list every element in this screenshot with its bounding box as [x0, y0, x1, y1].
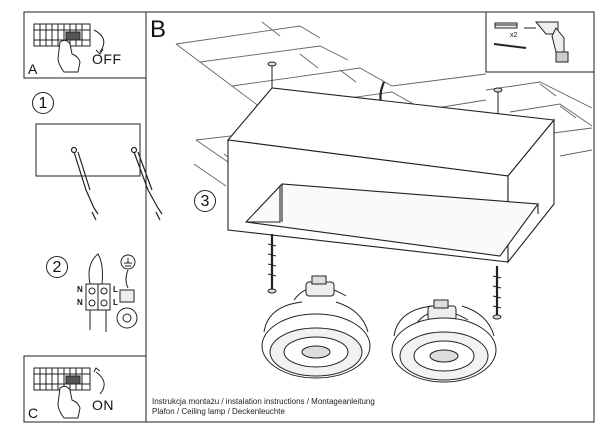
terminal-l-top: L	[113, 285, 118, 294]
tools-quantity: x2	[510, 32, 518, 39]
caption-line-1: Instrukcja montażu / instalation instruc…	[152, 397, 375, 406]
panel-c-switch-block	[33, 367, 91, 391]
wall-plug-icon	[494, 22, 518, 29]
panel-a-hand	[57, 39, 81, 73]
panel-c-letter: C	[28, 405, 39, 421]
panel-b-frame	[145, 11, 595, 423]
terminal-n-bottom: N	[77, 298, 83, 307]
caption-line-2: Plafon / Ceiling lamp / Deckenleuchte	[152, 407, 285, 416]
ceiling-screws	[267, 61, 503, 114]
step2-terminal-block	[85, 253, 111, 332]
screw-icon	[493, 43, 527, 49]
step-3-marker: 3	[194, 190, 216, 212]
drill-icon	[524, 21, 569, 63]
bulb-right	[391, 299, 497, 383]
step1-wires	[70, 146, 163, 221]
terminal-l-bottom: L	[113, 298, 118, 307]
panel-a-off-label: OFF	[92, 51, 122, 67]
panel-c-hand	[57, 385, 81, 419]
bulb-left	[261, 275, 371, 379]
step-2-marker: 2	[46, 256, 68, 278]
panel-c-arrow	[95, 371, 105, 395]
panel-a-letter: A	[28, 61, 38, 77]
panel-c-on-label: ON	[92, 397, 114, 413]
step-1-marker: 1	[32, 92, 54, 114]
anchor-screws	[267, 234, 502, 320]
lamp-housing	[226, 87, 556, 264]
terminal-n-top: N	[77, 285, 83, 294]
panel-a-arrow	[93, 29, 105, 53]
tools-box	[485, 11, 595, 73]
panel-b-letter: B	[150, 16, 167, 43]
step2-ground	[116, 254, 138, 329]
step1-ceiling-plate	[35, 123, 141, 177]
